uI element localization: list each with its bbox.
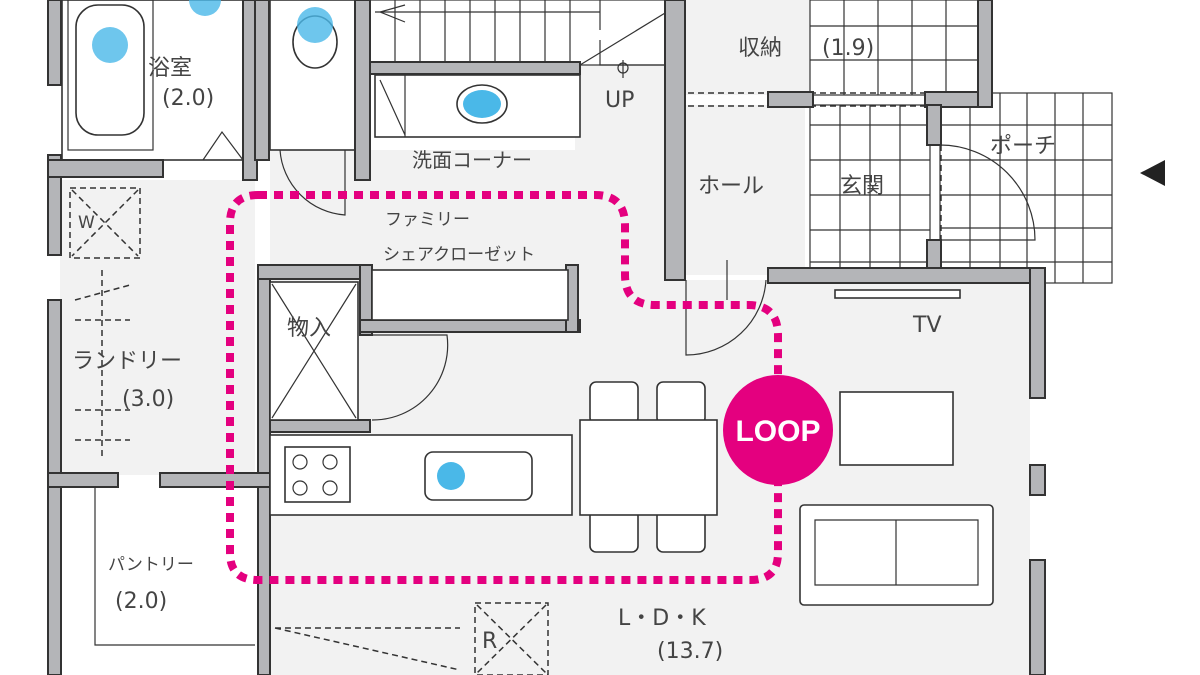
entrance-arrow-icon [1140,160,1165,186]
tv-label: TV [912,313,942,338]
closet-label-1: ファミリー [385,210,470,230]
washer-mark: W [78,213,95,233]
pantry-size: (2.0) [115,589,167,614]
hall-label: ホール [698,174,764,199]
storage-name: 収納 [738,36,782,61]
walls [47,0,1046,675]
tile-grid [809,0,1113,284]
stairs-up-label: UP [605,88,634,113]
storage-size: (1.9) [822,36,874,61]
ldk-name: L・D・K [618,606,706,631]
loop-badge: LOOP [723,375,833,485]
bathroom [61,0,253,161]
fridge-label: R [482,629,497,654]
kitchen-sink-icon [437,462,465,490]
kitchen-counter [269,434,573,516]
dining-set [579,381,718,553]
loop-path [226,191,782,584]
laundry [69,187,141,460]
entrance-label: 玄関 [840,174,884,199]
laundry-size: (3.0) [122,387,174,412]
bath-faucet-icon [92,27,128,63]
toilet-icon [297,7,333,43]
porch-label: ポーチ [990,134,1056,159]
closet-small-label: 物入 [287,316,331,341]
living-furniture [799,289,994,606]
loop-badge-label: LOOP [735,415,820,448]
washbasin-icon [463,90,501,118]
laundry-name: ランドリー [72,349,182,374]
washroom-label: 洗面コーナー [412,148,532,172]
shower-icon [189,0,221,16]
bath-size: (2.0) [162,86,214,111]
ldk-size: (13.7) [657,639,723,664]
toilet-room [269,0,356,216]
pantry-name: パントリー [108,555,194,575]
bath-name: 浴室 [148,56,192,81]
closet-label-2: シェアクローゼット [383,245,535,265]
vanity-counter [374,74,581,138]
